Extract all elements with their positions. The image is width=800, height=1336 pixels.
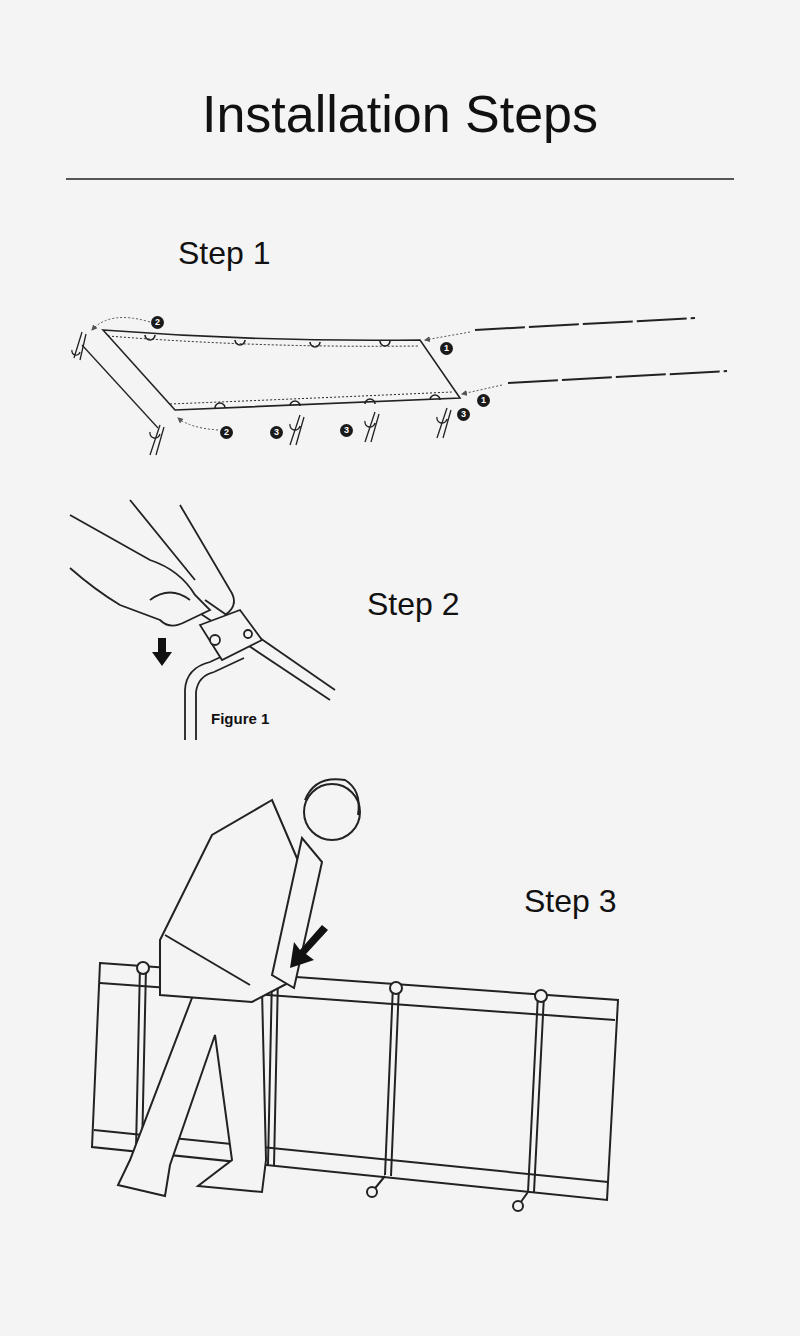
arrows [92, 318, 502, 431]
poles [475, 318, 727, 383]
callout-number: 2 [151, 316, 164, 329]
step-label: Step 3 [522, 883, 619, 920]
step-label: Step 1 [176, 235, 273, 272]
person [118, 779, 360, 1196]
rule [66, 178, 734, 180]
press-arrow [290, 925, 328, 968]
callout-number: 2 [220, 426, 233, 439]
callout-number: 3 [457, 408, 470, 421]
leg-parts [72, 332, 451, 455]
callout-number: 1 [440, 342, 453, 355]
title: Installation Steps [0, 84, 800, 144]
callout-number: 3 [270, 426, 283, 439]
lever-figure [70, 500, 335, 740]
callout-number: 3 [340, 424, 353, 437]
step-label: Step 2 [365, 586, 462, 623]
figure-label: Figure 1 [209, 710, 271, 727]
cot-fabric [103, 330, 460, 410]
callout-number: 1 [477, 394, 490, 407]
down-arrow [152, 638, 172, 666]
cot-frame [92, 962, 618, 1211]
